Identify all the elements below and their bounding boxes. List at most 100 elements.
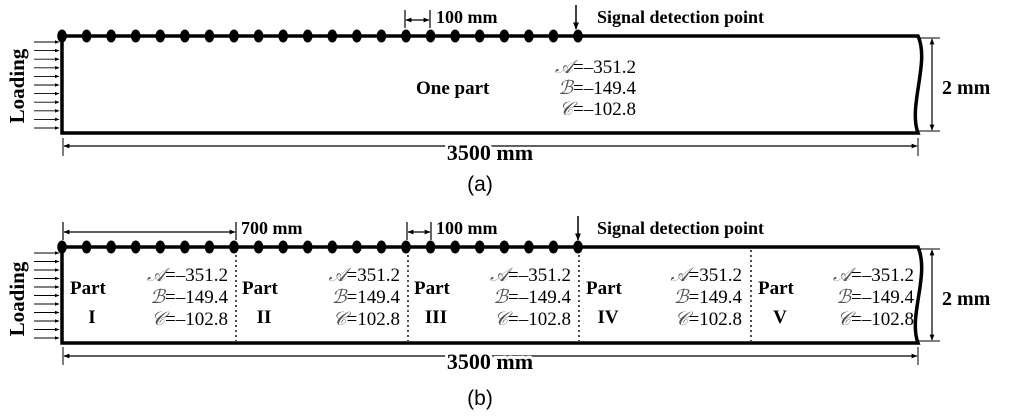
sensor-node bbox=[352, 29, 362, 43]
sensor-node bbox=[548, 29, 559, 43]
parts-b: PartI𝒜=–351.2ℬ=–149.4𝒞=–102.8PartII𝒜=351… bbox=[70, 264, 914, 330]
param-row: 𝒞=–102.8 bbox=[559, 98, 636, 120]
sensor-node bbox=[229, 240, 239, 254]
param-value: =–351.2 bbox=[851, 265, 914, 286]
param-row: 𝒞=–102.8 bbox=[494, 308, 571, 330]
param-row: 𝒜=–351.2 bbox=[147, 264, 228, 286]
sensor-node bbox=[573, 29, 583, 43]
param-row: 𝒞=102.8 bbox=[333, 308, 400, 330]
sensor-node bbox=[81, 240, 92, 254]
sensor-nodes-b bbox=[57, 240, 583, 254]
param-value: =–102.8 bbox=[851, 309, 914, 330]
param-row: 𝒜=–351.2 bbox=[490, 264, 571, 286]
param-row: ℬ=149.4 bbox=[674, 286, 743, 308]
sensor-node bbox=[401, 29, 411, 43]
part-label-a: One part bbox=[416, 78, 490, 99]
part-word: Part bbox=[242, 278, 279, 299]
part-numeral: V bbox=[773, 307, 787, 328]
spacing-label-b: 100 mm bbox=[436, 218, 498, 238]
sensor-node bbox=[352, 240, 362, 254]
sensor-node bbox=[524, 29, 534, 43]
part-word: Part bbox=[70, 278, 107, 299]
sensor-node bbox=[302, 29, 313, 43]
sensor-node bbox=[253, 240, 264, 254]
sensor-node bbox=[450, 29, 460, 43]
sensor-node bbox=[474, 29, 485, 43]
param-value: =–102.8 bbox=[165, 309, 228, 330]
sensor-node bbox=[130, 240, 141, 254]
sensor-node bbox=[524, 240, 534, 254]
sensor-node bbox=[106, 29, 116, 43]
param-value: =351.2 bbox=[347, 265, 400, 286]
param-row: ℬ=149.4 bbox=[332, 286, 401, 308]
part-numeral: I bbox=[88, 307, 95, 328]
param-row: 𝒞=–102.8 bbox=[151, 308, 228, 330]
sensor-node bbox=[376, 240, 387, 254]
param-value: =102.8 bbox=[347, 309, 400, 330]
param-value: =–102.8 bbox=[508, 309, 571, 330]
param-value: =102.8 bbox=[689, 309, 742, 330]
param-symbol: ℬ bbox=[674, 286, 691, 308]
param-row: 𝒞=102.8 bbox=[675, 308, 742, 330]
part-span-label-b: 700 mm bbox=[241, 218, 303, 238]
param-symbol: ℬ bbox=[558, 77, 575, 99]
param-row: 𝒜=351.2 bbox=[671, 264, 742, 286]
height-label-b: 2 mm bbox=[942, 288, 991, 310]
sensor-node bbox=[57, 240, 67, 254]
part-dividers-b bbox=[235, 250, 752, 341]
sensor-node bbox=[229, 29, 239, 43]
sensor-node bbox=[155, 240, 166, 254]
params-a: 𝒜=–351.2ℬ=–149.4𝒞=–102.8 bbox=[555, 56, 636, 120]
sensor-node bbox=[401, 240, 411, 254]
sensor-node bbox=[204, 240, 215, 254]
loading-label-a: Loading bbox=[5, 48, 29, 123]
param-value: =149.4 bbox=[347, 287, 401, 308]
param-row: ℬ=–149.4 bbox=[150, 286, 228, 308]
param-row: ℬ=–149.4 bbox=[558, 77, 636, 99]
sensor-node bbox=[57, 29, 67, 43]
sensor-node bbox=[499, 29, 510, 43]
height-label-a: 2 mm bbox=[942, 77, 991, 99]
param-row: 𝒜=–351.2 bbox=[555, 56, 636, 78]
sensor-node bbox=[180, 29, 190, 43]
param-symbol: ℬ bbox=[332, 286, 349, 308]
param-value: =–351.2 bbox=[165, 265, 228, 286]
part-numeral: IV bbox=[597, 307, 618, 328]
loading-arrows-a bbox=[34, 40, 60, 130]
sensor-node bbox=[425, 240, 436, 254]
param-value: =–149.4 bbox=[573, 78, 636, 99]
sensor-node bbox=[278, 240, 288, 254]
beam-outline-b bbox=[60, 245, 924, 345]
panel-a: Loading 100 mm Signal detection point On… bbox=[5, 5, 991, 196]
sensor-node bbox=[327, 240, 338, 254]
sensor-node bbox=[130, 29, 141, 43]
sensor-node bbox=[548, 240, 559, 254]
length-label-b: 3500 mm bbox=[447, 349, 533, 374]
param-row: 𝒞=–102.8 bbox=[837, 308, 914, 330]
sensor-node bbox=[180, 240, 190, 254]
caption-a: (a) bbox=[467, 173, 493, 196]
param-symbol: ℬ bbox=[493, 286, 510, 308]
sensor-node bbox=[302, 240, 313, 254]
param-row: 𝒜=–351.2 bbox=[833, 264, 914, 286]
loading-label-b: Loading bbox=[5, 261, 29, 336]
param-row: ℬ=–149.4 bbox=[493, 286, 571, 308]
param-value: =–351.2 bbox=[508, 265, 571, 286]
param-value: =149.4 bbox=[689, 287, 743, 308]
part-numeral: II bbox=[257, 307, 272, 328]
length-label-a: 3500 mm bbox=[447, 140, 533, 165]
panel-b: Loading 700 mm 100 mm Signal detection p… bbox=[5, 216, 991, 410]
spacing-label-a: 100 mm bbox=[436, 7, 498, 27]
sensor-nodes-a bbox=[57, 29, 583, 43]
param-value: =–102.8 bbox=[573, 99, 636, 120]
loading-arrows-b bbox=[34, 251, 60, 340]
sensor-node bbox=[278, 29, 288, 43]
beam-outline-a bbox=[60, 34, 924, 135]
sensor-node bbox=[155, 29, 166, 43]
signal-label-a: Signal detection point bbox=[597, 7, 764, 27]
